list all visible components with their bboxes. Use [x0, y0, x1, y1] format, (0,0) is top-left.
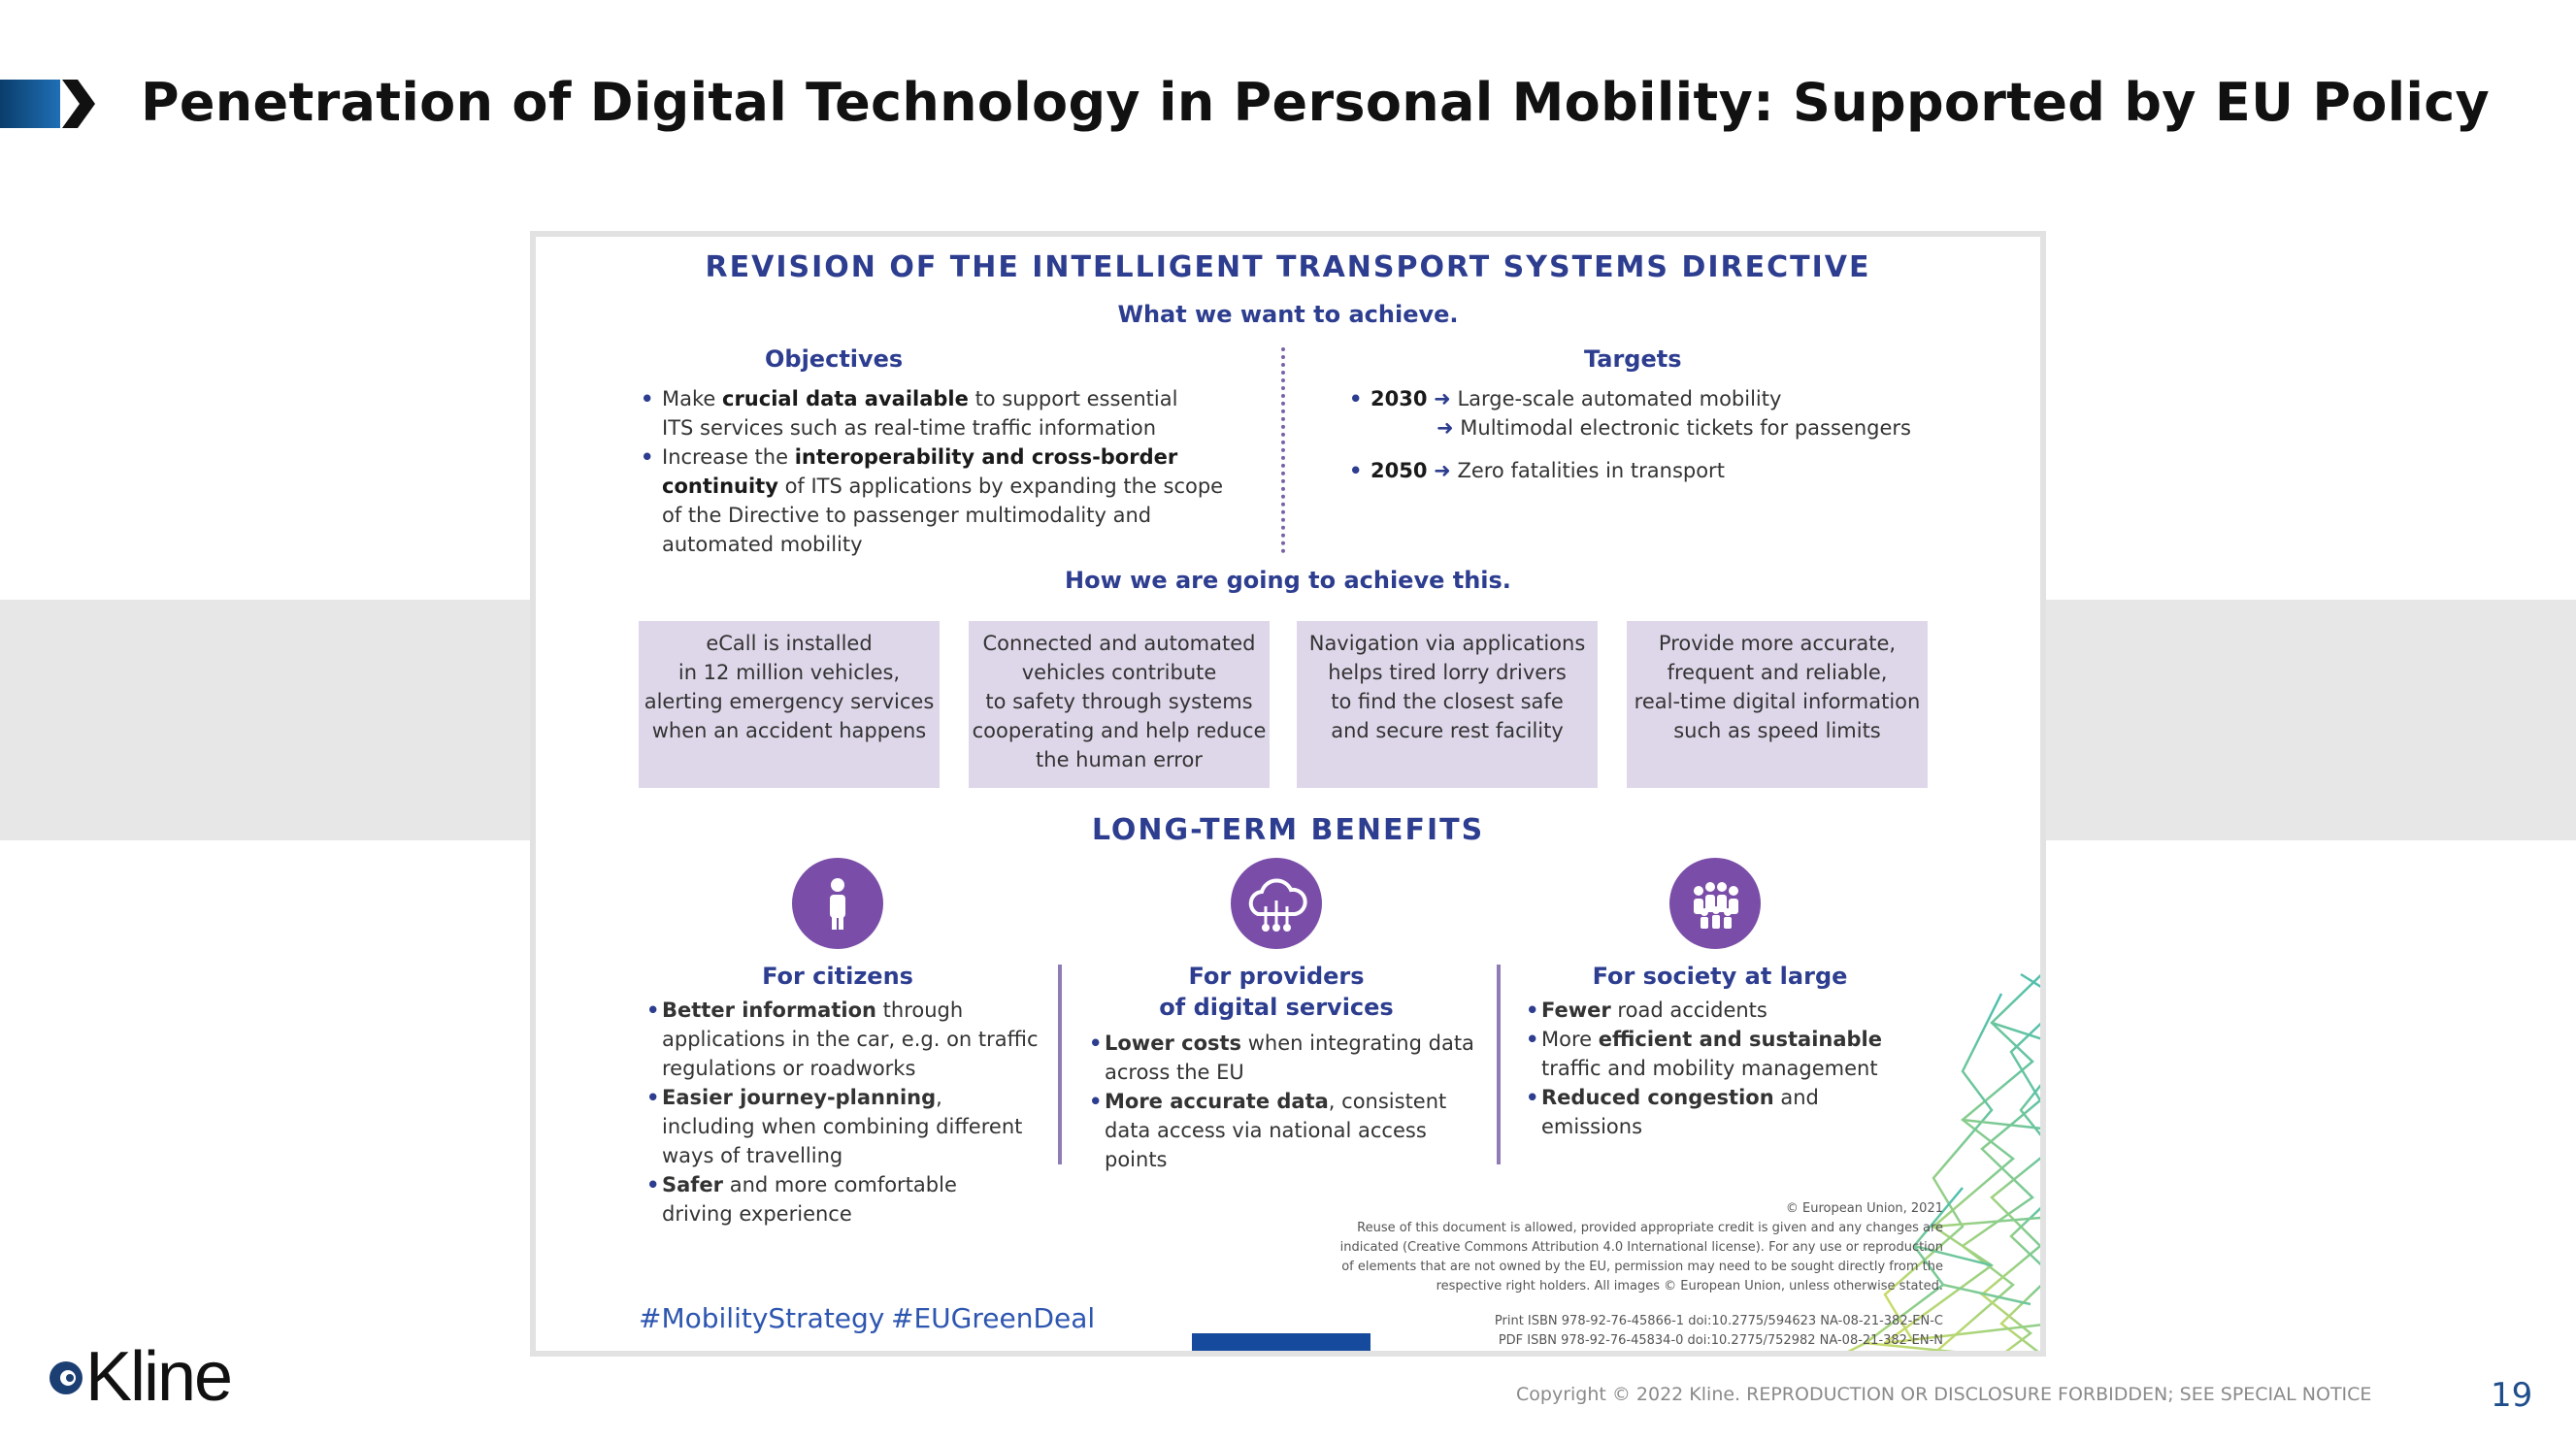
info-box-connected-vehicles: Connected and automated vehicles contrib…: [969, 621, 1270, 788]
targets-heading: Targets: [1584, 345, 1682, 373]
bullet-icon: •: [1349, 459, 1363, 482]
society-benefits-list: • Fewer road accidents • More efficient …: [1526, 996, 1910, 1141]
list-item: • Better information through application…: [646, 996, 1050, 1083]
bullet-icon: •: [646, 1086, 660, 1109]
slide-title: Penetration of Digital Technology in Per…: [141, 72, 2491, 133]
group-of-people-icon: [1669, 858, 1761, 949]
copyright-notice: Copyright © 2022 Kline. REPRODUCTION OR …: [1516, 1384, 2372, 1405]
bullet-icon: •: [1349, 387, 1363, 410]
bullet-icon: •: [646, 1173, 660, 1196]
publication-identifiers: Print ISBN 978-92-76-45866-1 doi:10.2775…: [1494, 1314, 1943, 1348]
person-icon: [792, 858, 883, 949]
eu-blue-bar: [1192, 1333, 1371, 1351]
citizens-benefits-list: • Better information through application…: [646, 996, 1050, 1228]
list-item: • Make crucial data available to support…: [641, 384, 1244, 442]
kline-wordmark: Kline: [85, 1338, 233, 1416]
column-divider: [1497, 965, 1501, 1164]
header-accent-bar: [0, 80, 60, 128]
arrow-right-icon: ➜: [1434, 387, 1451, 410]
info-box-ecall: eCall is installed in 12 million vehicle…: [639, 621, 940, 788]
list-item: • Easier journey-planning, including whe…: [646, 1083, 1050, 1170]
bullet-icon: •: [641, 445, 654, 469]
green-mesh-decoration: [1847, 972, 2040, 1351]
chevron-right-icon: [62, 80, 95, 128]
citizens-heading: For citizens: [762, 963, 913, 990]
list-item: • Increase the interoperability and cros…: [641, 442, 1244, 559]
bullet-icon: •: [646, 999, 660, 1022]
infographic-title: REVISION OF THE INTELLIGENT TRANSPORT SY…: [705, 250, 1871, 284]
targets-list: • 2030 ➜ Large-scale automated mobility …: [1349, 384, 1953, 485]
how-heading: How we are going to achieve this.: [1065, 567, 1511, 594]
list-item: • 2030 ➜ Large-scale automated mobility …: [1349, 384, 1953, 442]
bullet-icon: •: [1089, 1090, 1103, 1113]
bullet-icon: •: [1526, 1086, 1539, 1109]
hashtag-mobility-strategy: #MobilityStrategy: [639, 1302, 885, 1334]
legal-notice: © European Union, 2021 Reuse of this doc…: [1339, 1201, 1943, 1294]
list-item: • Lower costs when integrating data acro…: [1089, 1029, 1493, 1087]
list-item: • 2050 ➜ Zero fatalities in transport: [1349, 456, 1953, 485]
info-box-navigation: Navigation via applications helps tired …: [1297, 621, 1598, 788]
society-heading: For society at large: [1592, 963, 1848, 990]
cloud-network-icon: [1231, 858, 1322, 949]
kline-logo: Kline: [47, 1337, 280, 1416]
column-divider: [1058, 965, 1062, 1164]
infographic-subtitle: What we want to achieve.: [1117, 301, 1459, 328]
bullet-icon: •: [1526, 1028, 1539, 1051]
infographic-image: REVISION OF THE INTELLIGENT TRANSPORT SY…: [530, 231, 2046, 1357]
arrow-right-icon: ➜: [1437, 416, 1454, 440]
benefits-heading: LONG-TERM BENEFITS: [1091, 813, 1485, 847]
objectives-list: • Make crucial data available to support…: [641, 384, 1244, 559]
kline-logo-icon: [50, 1361, 83, 1394]
page-number: 19: [2491, 1376, 2533, 1415]
info-box-digital-information: Provide more accurate, frequent and reli…: [1627, 621, 1928, 788]
list-item: • Fewer road accidents: [1526, 996, 1910, 1025]
list-item: • Safer and more comfortable driving exp…: [646, 1170, 1050, 1228]
hashtag-eu-green-deal: #EUGreenDeal: [891, 1302, 1096, 1334]
list-item: • More accurate data, consistent data ac…: [1089, 1087, 1493, 1174]
providers-heading: For providers of digital services: [1159, 963, 1394, 1021]
arrow-right-icon: ➜: [1434, 459, 1451, 482]
dotted-divider: [1281, 347, 1285, 553]
providers-benefits-list: • Lower costs when integrating data acro…: [1089, 1029, 1493, 1174]
bullet-icon: •: [1526, 999, 1539, 1022]
list-item: • More efficient and sustainable traffic…: [1526, 1025, 1910, 1083]
bullet-icon: •: [1089, 1032, 1103, 1055]
bullet-icon: •: [641, 387, 654, 410]
objectives-heading: Objectives: [765, 345, 904, 373]
list-item: • Reduced congestion and emissions: [1526, 1083, 1910, 1141]
